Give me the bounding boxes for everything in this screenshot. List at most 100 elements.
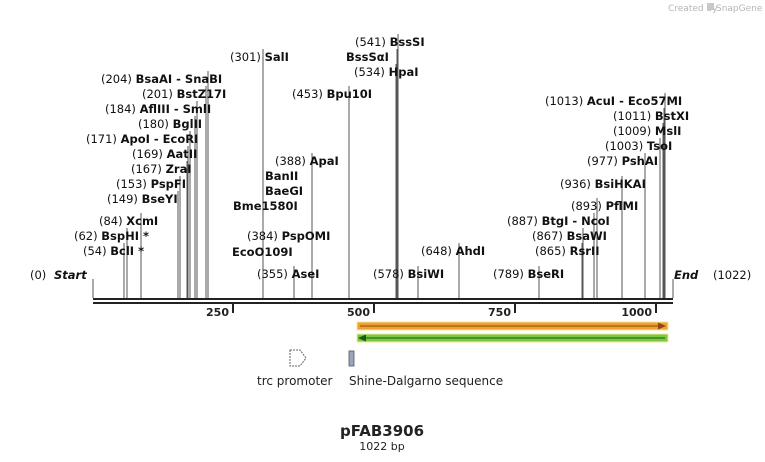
site-position: (867): [532, 229, 567, 243]
ruler: 250 500 750 1000: [206, 303, 657, 319]
ruler-label-1000: 1000: [621, 306, 652, 319]
site-name: SalI: [265, 50, 289, 64]
site-name: ZraI: [166, 162, 192, 176]
site-position: (541): [355, 35, 390, 49]
trc-promoter-label: trc promoter: [257, 374, 333, 388]
site-position: (453): [292, 87, 327, 101]
site-name: BseYI: [142, 192, 178, 206]
site-label-acui[interactable]: (1013) AcuI - Eco57MI: [545, 94, 682, 108]
trc-promoter-icon: [289, 349, 307, 367]
start-end-labels: (0) Start End (1022): [30, 268, 751, 282]
site-label-bsaai[interactable]: (204) BsaAI - SnaBI: [101, 72, 222, 86]
site-position: (865): [535, 244, 570, 258]
snapgene-credit: Created by SnapGene: [668, 3, 763, 14]
site-name-extra: - SmlI: [170, 102, 211, 116]
ruler-label-500: 500: [347, 306, 370, 319]
site-name: AcuI: [587, 94, 615, 108]
site-label-zrai[interactable]: (167) ZraI: [131, 162, 192, 176]
site-position: (384): [247, 229, 282, 243]
dna-backbone: [93, 298, 673, 304]
site-label-bseri[interactable]: (789) BseRI: [493, 267, 564, 281]
site-name: BstZ17I: [177, 87, 227, 101]
site-name: BspHI *: [101, 229, 149, 243]
site-label-bstxi[interactable]: (1011) BstXI: [613, 109, 689, 123]
site-label-rsrii[interactable]: (865) RsrII: [535, 244, 600, 258]
site-label-afliii[interactable]: (184) AflIII - SmlI: [105, 102, 211, 116]
site-label-apai[interactable]: (388) ApaI: [275, 154, 339, 168]
sequence-length: 1022 bp: [359, 440, 404, 453]
start-label: Start: [54, 268, 87, 282]
site-position: (388): [275, 154, 310, 168]
start-position: (0): [30, 268, 46, 282]
site-label-bsihkai[interactable]: (936) BsiHKAI: [560, 177, 646, 191]
site-label-asei[interactable]: (355) AseI: [257, 267, 319, 281]
site-label-ecoo109i[interactable]: EcoO109I: [232, 245, 293, 259]
site-name: MslI: [655, 124, 682, 138]
site-label-hpai[interactable]: (534) HpaI: [354, 65, 419, 79]
site-name-extra: - Eco57MI: [615, 94, 682, 108]
site-position: (184): [105, 102, 140, 116]
ruler-label-750: 750: [488, 306, 511, 319]
site-name: BclI *: [110, 244, 144, 258]
site-label-bstz17i[interactable]: (201) BstZ17I: [142, 87, 226, 101]
site-label-pshai[interactable]: (977) PshAI: [587, 154, 658, 168]
site-label-pspfi[interactable]: (153) PspFI: [116, 177, 186, 191]
site-position: (1003): [605, 139, 647, 153]
site-name: BseRI: [528, 267, 565, 281]
site-label-ahdi[interactable]: (648) AhdI: [421, 244, 485, 258]
site-name: ApaI: [310, 154, 339, 168]
site-position: (167): [131, 162, 166, 176]
site-label-bglii[interactable]: (180) BglII: [138, 117, 202, 131]
site-label-bsawi[interactable]: (867) BsaWI: [532, 229, 607, 243]
shine-dalgarno-icon: [348, 350, 355, 367]
site-label-bsss-i[interactable]: BssSαI: [346, 50, 389, 64]
site-name: TsoI: [647, 139, 672, 153]
site-position: (84): [99, 214, 126, 228]
site-name: BsaAI: [136, 72, 173, 86]
site-position: (887): [507, 214, 542, 228]
site-position: (204): [101, 72, 136, 86]
site-label-banii[interactable]: BanII: [265, 169, 298, 183]
site-name: BssSαI: [346, 50, 389, 64]
site-label-apoi[interactable]: (171) ApoI - EcoRI: [86, 132, 198, 146]
credit-prefix: Created by: [668, 4, 718, 14]
site-label-bseyi[interactable]: (149) BseYI: [107, 192, 178, 206]
site-name: BanII: [265, 169, 298, 183]
site-name: PflMI: [606, 199, 639, 213]
site-position: (893): [571, 199, 606, 213]
site-label-btgi[interactable]: (887) BtgI - NcoI: [507, 214, 610, 228]
site-label-pspomi[interactable]: (384) PspOMI: [247, 229, 330, 243]
ruler-label-250: 250: [206, 306, 229, 319]
site-position: (355): [257, 267, 292, 281]
site-name: AflIII: [140, 102, 170, 116]
site-position: (153): [116, 177, 151, 191]
site-position: (149): [107, 192, 142, 206]
site-position: (578): [373, 267, 408, 281]
feature-arrows: [356, 321, 669, 343]
site-position: (1011): [613, 109, 655, 123]
site-label-pflmi[interactable]: (893) PflMI: [571, 199, 638, 213]
site-position: (171): [86, 132, 121, 146]
forward-feature-arrow[interactable]: [356, 321, 669, 331]
site-position: (201): [142, 87, 177, 101]
credit-brand: SnapGene: [716, 4, 763, 14]
reverse-feature-arrow[interactable]: [356, 333, 669, 343]
site-name: BstXI: [655, 109, 689, 123]
site-label-bpu10i[interactable]: (453) Bpu10I: [292, 87, 372, 101]
site-label-bsssi[interactable]: (541) BssSI: [355, 35, 425, 49]
site-label-msli[interactable]: (1009) MslI: [613, 124, 681, 138]
site-label-bme1580i[interactable]: Bme1580I: [233, 199, 298, 213]
site-label-bsphi[interactable]: (62) BspHI *: [74, 229, 149, 243]
site-position: (169): [132, 147, 167, 161]
site-label-baegi[interactable]: BaeGI: [265, 184, 303, 198]
site-name: RsrII: [570, 244, 600, 258]
site-label-xcmi[interactable]: (84) XcmI: [99, 214, 158, 228]
site-label-bcli[interactable]: (54) BclI *: [83, 244, 144, 258]
site-name: PspOMI: [282, 229, 331, 243]
site-position: (54): [83, 244, 110, 258]
site-label-sali[interactable]: (301) SalI: [230, 50, 289, 64]
site-label-bsiwi[interactable]: (578) BsiWI: [373, 267, 444, 281]
site-label-tsoi[interactable]: (1003) TsoI: [605, 139, 672, 153]
site-name: Bme1580I: [233, 199, 298, 213]
site-label-aatii[interactable]: (169) AatII: [132, 147, 197, 161]
